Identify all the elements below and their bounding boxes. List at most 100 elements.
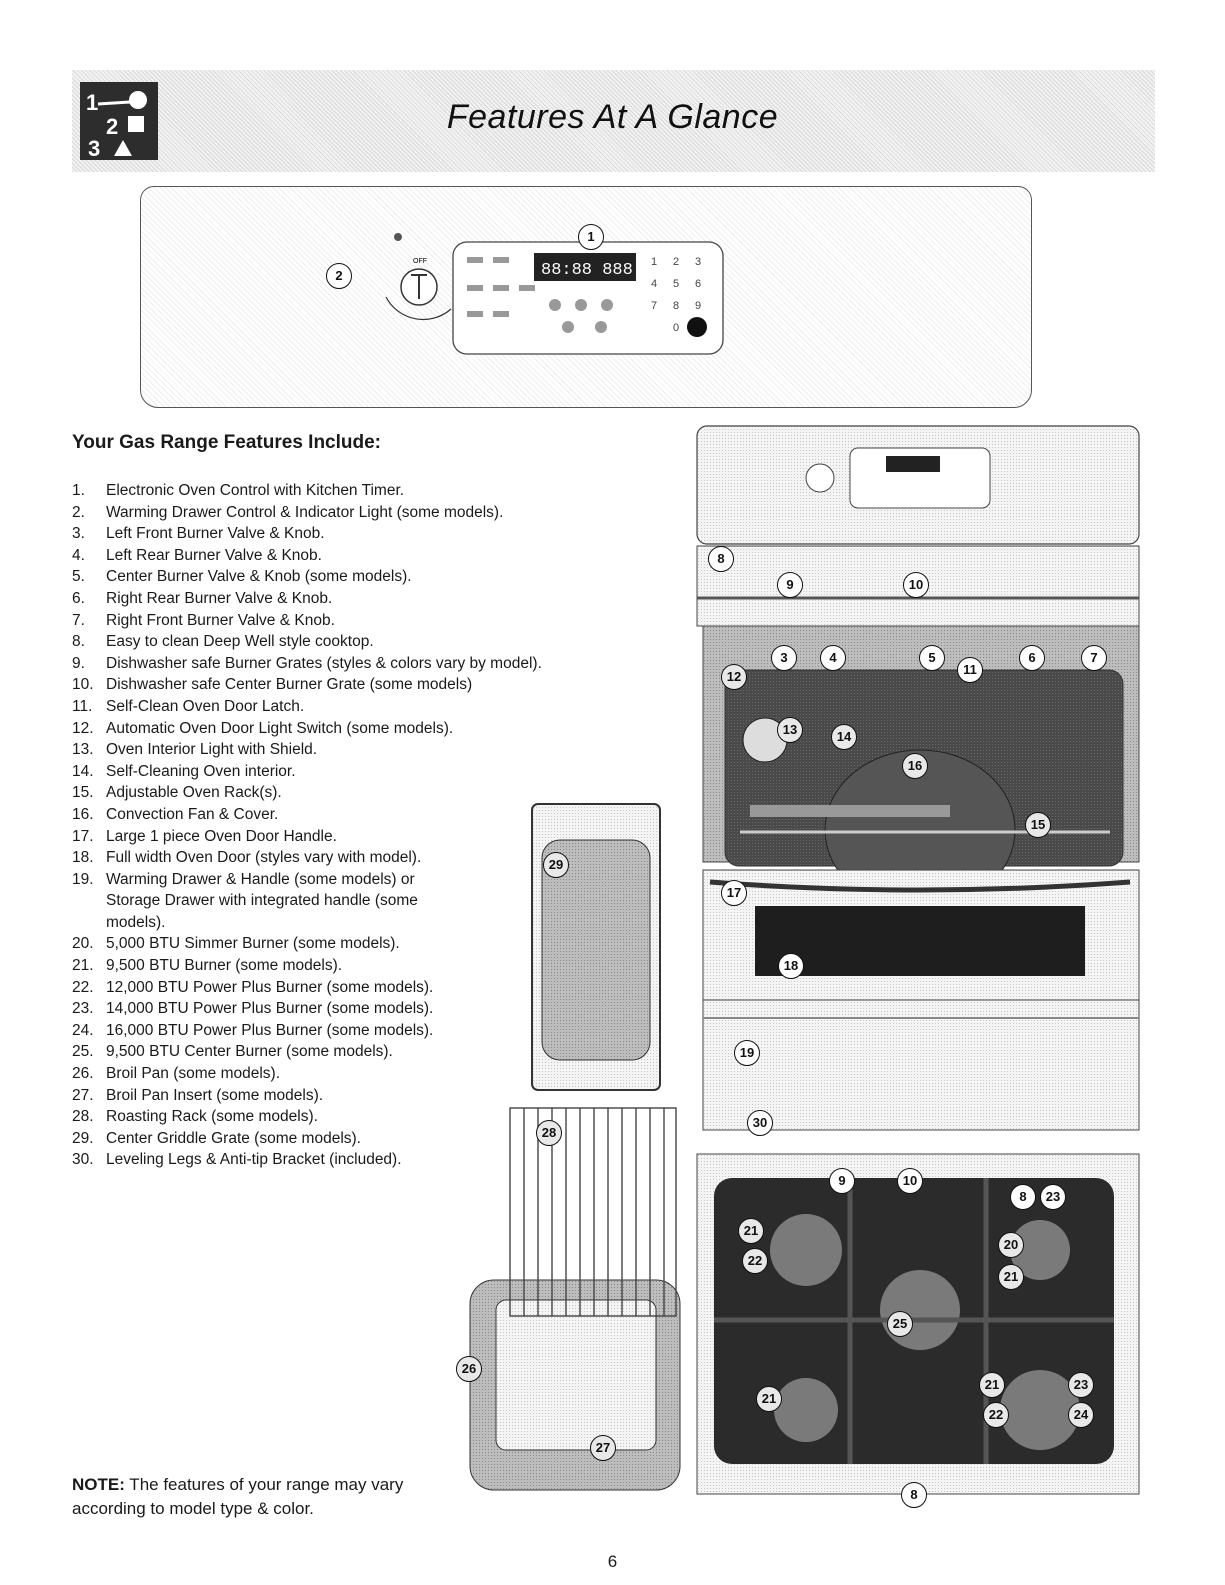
- svg-text:4: 4: [651, 278, 657, 290]
- feature-text: Right Rear Burner Valve & Knob.: [106, 589, 333, 607]
- callout-cooktop-22: 22: [742, 1248, 768, 1274]
- feature-number: 6.: [72, 589, 85, 607]
- callout-28: 28: [536, 1120, 562, 1146]
- feature-number: 28.: [72, 1108, 94, 1126]
- callout-9: 9: [777, 572, 803, 598]
- feature-text: Oven Interior Light with Shield.: [106, 741, 318, 759]
- feature-item: 5. Center Burner Valve & Knob (some model…: [72, 566, 692, 588]
- feature-item: 1.Electronic Oven Control with Kitchen T…: [72, 480, 692, 502]
- feature-item: 28. Roasting Rack (some models).: [72, 1106, 466, 1128]
- callout-cooktop-10: 10: [897, 1168, 923, 1194]
- feature-text: Dishwasher safe Center Burner Grate (som…: [106, 676, 473, 694]
- feature-item: 3.Left Front Burner Valve & Knob.: [72, 523, 692, 545]
- note-label: NOTE:: [72, 1475, 125, 1494]
- feature-text: 9,500 BTU Center Burner (some models).: [106, 1043, 393, 1061]
- svg-text:1: 1: [651, 256, 657, 268]
- feature-number: 17.: [72, 827, 94, 845]
- feature-number: 29.: [72, 1129, 94, 1147]
- callout-cooktop-21c: 21: [756, 1386, 782, 1412]
- callout-cooktop-23b: 23: [1068, 1372, 1094, 1398]
- feature-item: 12. Automatic Oven Door Light Switch (som…: [72, 718, 692, 740]
- callout-cooktop-21d: 21: [979, 1372, 1005, 1398]
- feature-item: 27.Broil Pan Insert (some models).: [72, 1085, 466, 1107]
- callout-4: 4: [820, 645, 846, 671]
- feature-item: 16. Convection Fan & Cover.: [72, 804, 692, 826]
- feature-number: 14.: [72, 762, 94, 780]
- feature-number: 26.: [72, 1065, 94, 1083]
- feature-item: 17.Large 1 piece Oven Door Handle.: [72, 826, 692, 848]
- callout-10: 10: [903, 572, 929, 598]
- callout-27: 27: [590, 1435, 616, 1461]
- svg-text:3: 3: [695, 256, 701, 268]
- feature-item: 29.Center Griddle Grate (some models).: [72, 1128, 466, 1150]
- feature-number: 10.: [72, 676, 94, 694]
- svg-text:6: 6: [695, 278, 701, 290]
- feature-item: 22. 12,000 BTU Power Plus Burner (some mo…: [72, 977, 466, 999]
- feature-text: Warming Drawer Control & Indicator Light…: [106, 503, 504, 521]
- feature-text: Leveling Legs & Anti-tip Bracket (includ…: [106, 1151, 402, 1169]
- callout-17: 17: [721, 880, 747, 906]
- feature-text: 5,000 BTU Simmer Burner (some models).: [106, 935, 400, 953]
- feature-item: 10. Dishwasher safe Center Burner Grate (…: [72, 674, 692, 696]
- svg-text:0: 0: [673, 322, 679, 334]
- feature-number: 25.: [72, 1043, 94, 1061]
- callout-cooktop-8: 8: [1010, 1184, 1036, 1210]
- callout-cooktop-23: 23: [1040, 1184, 1066, 1210]
- knob-off-label: OFF: [413, 258, 427, 265]
- feature-text: 16,000 BTU Power Plus Burner (some model…: [106, 1021, 434, 1039]
- feature-text: Automatic Oven Door Light Switch (some m…: [106, 719, 454, 737]
- feature-text: Broil Pan (some models).: [106, 1065, 281, 1083]
- callout-cooktop-20: 20: [998, 1232, 1024, 1258]
- feature-number: 4.: [72, 546, 85, 564]
- feature-item: 20. 5,000 BTU Simmer Burner (some models)…: [72, 933, 466, 955]
- feature-text: 12,000 BTU Power Plus Burner (some model…: [106, 978, 434, 996]
- features-list: 1.Electronic Oven Control with Kitchen T…: [72, 480, 692, 1171]
- feature-number: 20.: [72, 935, 94, 953]
- feature-item: 30. Leveling Legs & Anti-tip Bracket (inc…: [72, 1149, 466, 1171]
- feature-item: 6. Right Rear Burner Valve & Knob.: [72, 588, 692, 610]
- feature-number: 1.: [72, 482, 85, 499]
- feature-text: Self-Cleaning Oven interior.: [106, 762, 296, 780]
- feature-number: 23.: [72, 1000, 94, 1018]
- callout-14: 14: [831, 724, 857, 750]
- feature-number: 24.: [72, 1021, 94, 1039]
- feature-number: 30.: [72, 1151, 94, 1169]
- svg-text:5: 5: [673, 278, 679, 290]
- feature-number: 22.: [72, 978, 94, 996]
- feature-text: Roasting Rack (some models).: [106, 1108, 318, 1126]
- feature-text: Full width Oven Door (styles vary with m…: [106, 849, 422, 867]
- callout-2: 2: [326, 263, 352, 289]
- feature-number: 2.: [72, 503, 85, 521]
- feature-text: Convection Fan & Cover.: [106, 805, 279, 823]
- header-banner: [72, 70, 1155, 172]
- svg-text:7: 7: [651, 300, 657, 312]
- callout-16: 16: [902, 753, 928, 779]
- feature-item: 9.Dishwasher safe Burner Grates (styles …: [72, 653, 692, 675]
- svg-text:2: 2: [673, 256, 679, 268]
- feature-number: 7.: [72, 611, 85, 629]
- svg-text:1: 1: [86, 90, 98, 115]
- feature-item: 15.Adjustable Oven Rack(s).: [72, 782, 692, 804]
- feature-item: 4.Left Rear Burner Valve & Knob.: [72, 545, 692, 567]
- feature-number: 16.: [72, 805, 94, 823]
- feature-number: 12.: [72, 719, 94, 737]
- feature-number: 21.: [72, 957, 94, 975]
- callout-13: 13: [777, 717, 803, 743]
- feature-number: 15.: [72, 784, 94, 802]
- feature-number: 5.: [72, 568, 85, 586]
- feature-item: 13.Oven Interior Light with Shield.: [72, 739, 692, 761]
- callout-19: 19: [734, 1040, 760, 1066]
- feature-item: 11. Self-Clean Oven Door Latch.: [72, 696, 692, 718]
- feature-text: Center Burner Valve & Knob (some models)…: [106, 568, 412, 586]
- feature-text: Right Front Burner Valve & Knob.: [106, 611, 335, 629]
- feature-number: 3.: [72, 525, 85, 543]
- callout-7: 7: [1081, 645, 1107, 671]
- feature-item: 14. Self-Cleaning Oven interior.: [72, 761, 692, 783]
- feature-text: Self-Clean Oven Door Latch.: [106, 697, 305, 715]
- feature-item: 18.Full width Oven Door (styles vary wit…: [72, 847, 466, 869]
- callout-5: 5: [919, 645, 945, 671]
- feature-item: 8.Easy to clean Deep Well style cooktop.: [72, 631, 692, 653]
- feature-number: 11.: [72, 697, 93, 715]
- note: NOTE: The features of your range may var…: [72, 1473, 452, 1521]
- feature-item: 21.9,500 BTU Burner (some models).: [72, 955, 466, 977]
